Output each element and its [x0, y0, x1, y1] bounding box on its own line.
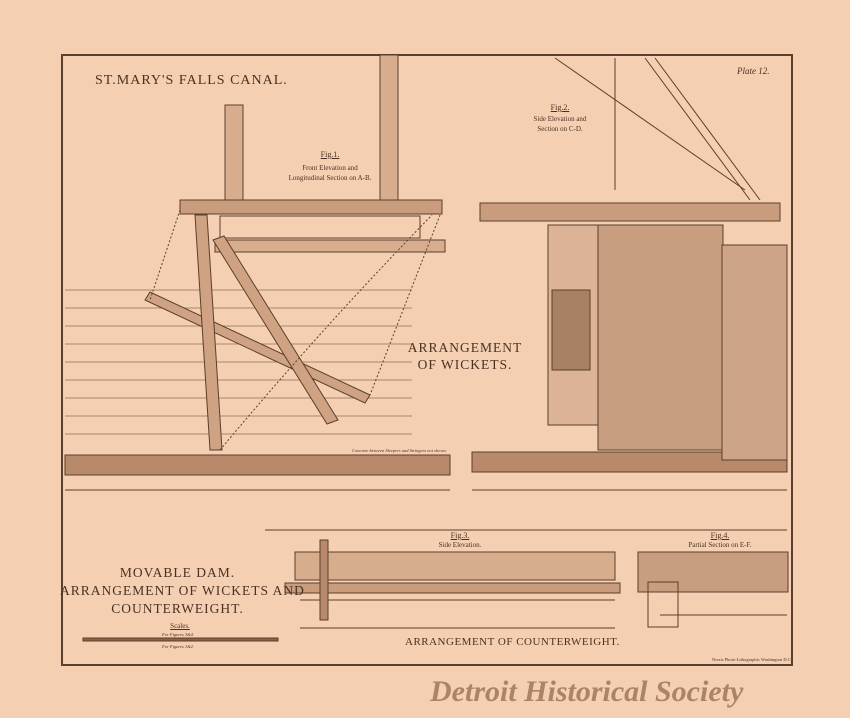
fig1-caption-2: Longitudinal Section on A-B. — [288, 174, 372, 182]
fig2-label: Fig.2. — [550, 103, 570, 112]
foundation — [64, 451, 788, 491]
fig1-frame — [219, 215, 421, 239]
fig2-caption-2: Section on C-D. — [537, 125, 583, 133]
arrangement-wickets-2: OF WICKETS. — [417, 357, 513, 372]
masonry-wall — [721, 244, 788, 461]
prop — [212, 235, 339, 425]
fig4-caption: Partial Section on E-F. — [688, 541, 752, 549]
water-lines — [65, 289, 412, 435]
watermark: Detroit Historical Society — [430, 675, 744, 708]
printer-credit: Norris Photo-Lithographic Washington D.C… — [712, 657, 792, 662]
arrangement-wickets-1: ARRANGEMENT — [407, 340, 523, 355]
fig1-label: Fig.1. — [320, 150, 340, 159]
fig1-drawing — [65, 54, 446, 451]
fig4-drawing — [637, 551, 789, 628]
main-title-1: MOVABLE DAM. — [119, 565, 236, 580]
scales-label: Scales. — [170, 622, 190, 630]
concrete-note: Concrete between Sleepers and Stringers … — [352, 448, 447, 453]
fig1-deck — [179, 199, 443, 215]
arrangement-counterweight: ARRANGEMENT OF COUNTERWEIGHT. — [405, 636, 620, 648]
fig2-caption-1: Side Elevation and — [533, 115, 587, 123]
fig3-caption: Side Elevation. — [438, 541, 482, 549]
scale-bar — [82, 637, 279, 642]
scale-lower: For Figures 1&2. — [162, 644, 194, 649]
scale-upper: For Figures 3&4. — [162, 632, 194, 637]
main-title-3: COUNTERWEIGHT. — [111, 601, 244, 616]
fig3-label: Fig.3. — [450, 531, 470, 540]
fig3-drawing — [265, 529, 787, 629]
fig4-label: Fig.4. — [710, 531, 730, 540]
fig2-drawing — [479, 57, 788, 461]
chains — [149, 209, 441, 451]
fig1-left-post — [224, 104, 244, 201]
main-title-2: ARRANGEMENT OF WICKETS AND — [60, 583, 305, 598]
plate-title: ST.MARY'S FALLS CANAL. — [95, 73, 288, 88]
fig1-caption-1: Front Elevation and — [302, 164, 358, 172]
plate-number: Plate 12. — [737, 66, 770, 76]
plate-border — [61, 54, 793, 666]
trestle — [194, 214, 223, 451]
fig1-beam — [214, 239, 446, 253]
